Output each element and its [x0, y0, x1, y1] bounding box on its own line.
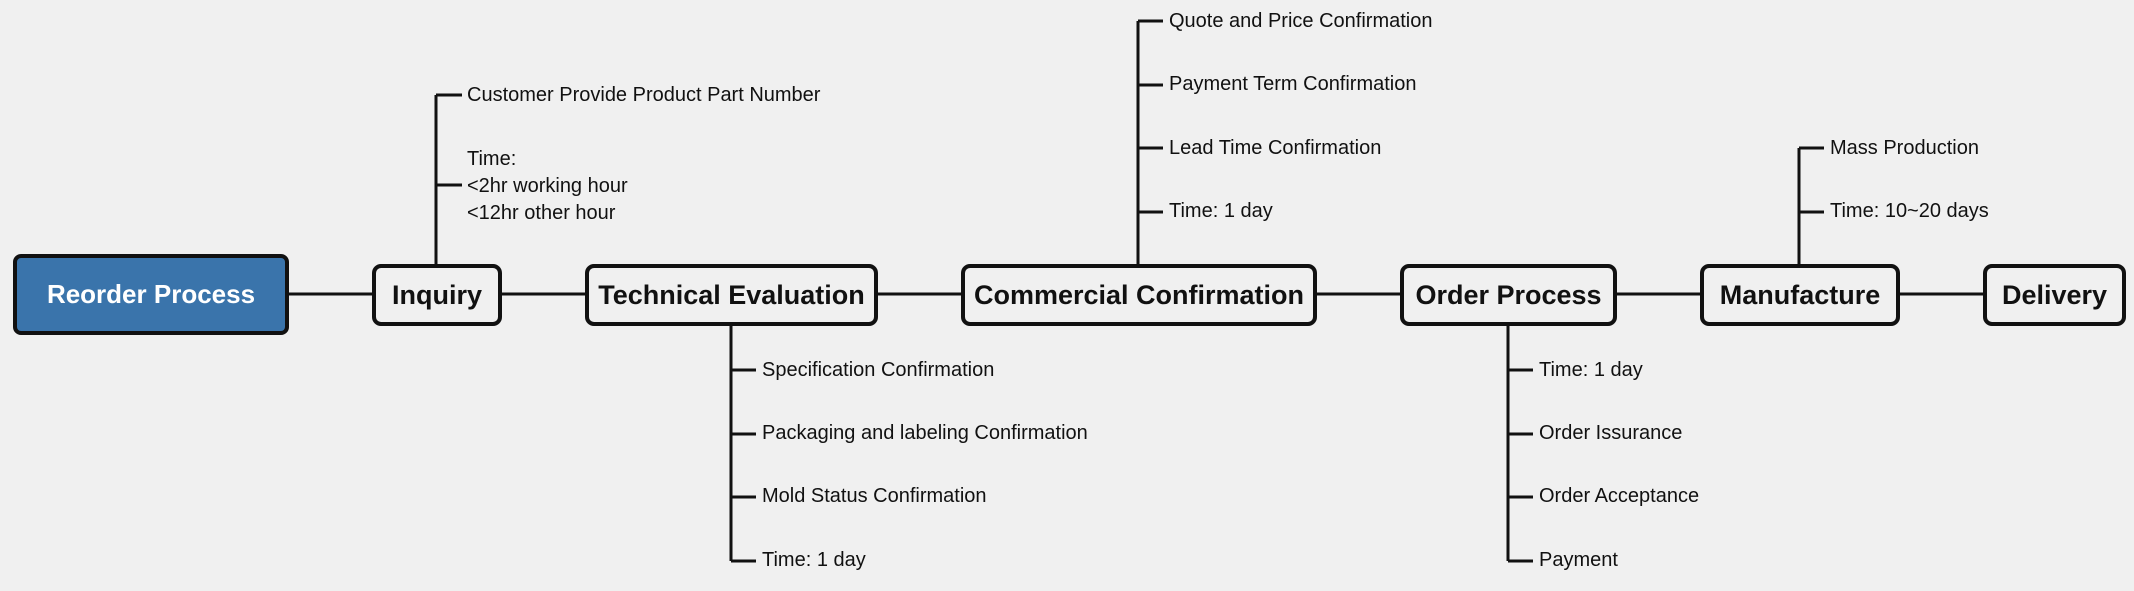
- stage-node-manufacture[interactable]: Manufacture: [1700, 264, 1900, 326]
- stage-node-delivery[interactable]: Delivery: [1983, 264, 2126, 326]
- inquiry-time-line: <2hr working hour: [467, 175, 628, 197]
- manufacture-note: Mass Production: [1830, 135, 1979, 162]
- technical-note: Time: 1 day: [762, 547, 866, 574]
- commercial-note: Time: 1 day: [1169, 198, 1273, 225]
- inquiry-note-text: Customer Provide Product Part Number: [467, 84, 821, 106]
- stage-node-order-process[interactable]: Order Process: [1400, 264, 1617, 326]
- technical-note-text: Mold Status Confirmation: [762, 485, 987, 507]
- technical-note: Mold Status Confirmation: [762, 483, 987, 510]
- stage-node-commercial-confirmation[interactable]: Commercial Confirmation: [961, 264, 1317, 326]
- technical-note-text: Packaging and labeling Confirmation: [762, 422, 1088, 444]
- commercial-note-text: Lead Time Confirmation: [1169, 137, 1382, 159]
- technical-note: Specification Confirmation: [762, 357, 994, 384]
- technical-note-text: Specification Confirmation: [762, 359, 995, 381]
- commercial-note: Quote and Price Confirmation: [1169, 8, 1432, 35]
- order-note: Order Acceptance: [1539, 483, 1699, 510]
- stage-node-technical-evaluation[interactable]: Technical Evaluation: [585, 264, 878, 326]
- inquiry-note: Customer Provide Product Part Number: [467, 82, 820, 109]
- stage-node-inquiry[interactable]: Inquiry: [372, 264, 502, 326]
- manufacture-note-text: Time: 10~20 days: [1830, 200, 1989, 222]
- order-note-text: Time: 1 day: [1539, 359, 1643, 381]
- root-node[interactable]: Reorder Process: [13, 254, 289, 335]
- order-note-text: Order Issurance: [1539, 422, 1683, 444]
- order-note: Time: 1 day: [1539, 357, 1643, 384]
- inquiry-time-line: <12hr other hour: [467, 202, 616, 224]
- technical-note: Packaging and labeling Confirmation: [762, 420, 1088, 447]
- manufacture-note: Time: 10~20 days: [1830, 198, 1989, 225]
- commercial-note-text: Time: 1 day: [1169, 200, 1273, 222]
- order-note-text: Payment: [1539, 549, 1618, 571]
- technical-note-text: Time: 1 day: [762, 549, 866, 571]
- commercial-note: Lead Time Confirmation: [1169, 135, 1381, 162]
- order-note: Payment: [1539, 547, 1618, 574]
- order-note-text: Order Acceptance: [1539, 485, 1700, 507]
- order-note: Order Issurance: [1539, 420, 1682, 447]
- commercial-note: Payment Term Confirmation: [1169, 71, 1417, 98]
- inquiry-time-note: Time: <2hr working hour <12hr other hour: [467, 146, 628, 227]
- inquiry-time-line: Time:: [467, 148, 517, 170]
- commercial-note-text: Quote and Price Confirmation: [1169, 10, 1433, 32]
- manufacture-note-text: Mass Production: [1830, 137, 1979, 159]
- commercial-note-text: Payment Term Confirmation: [1169, 73, 1417, 95]
